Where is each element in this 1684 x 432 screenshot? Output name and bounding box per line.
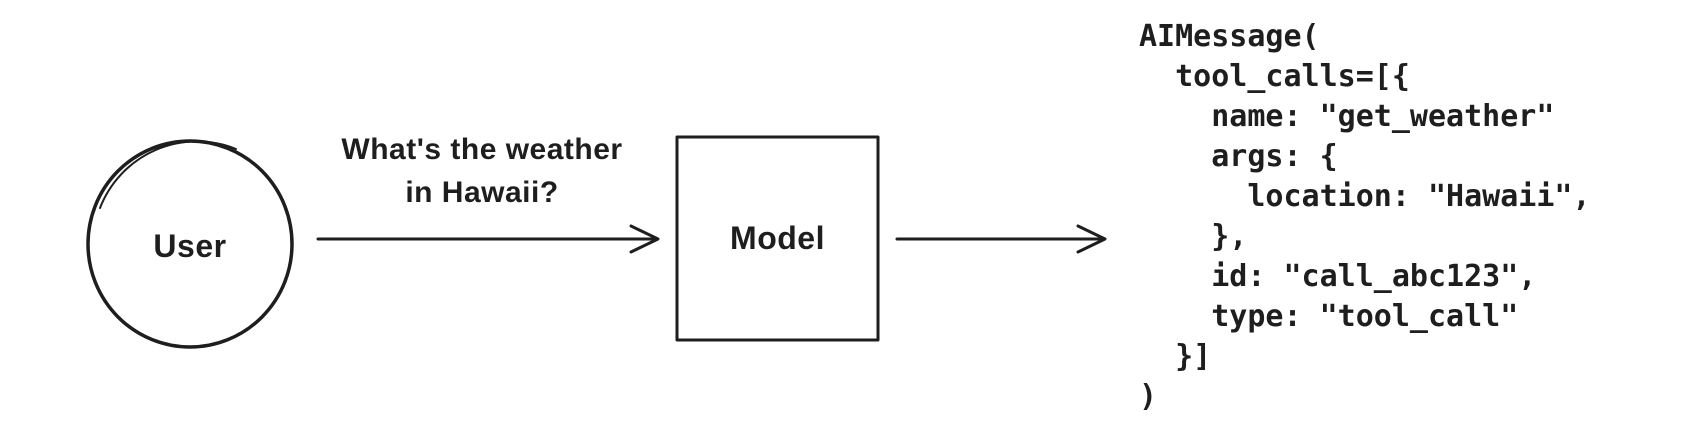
query-arrow-label: What's the weather in Hawaii? [312,128,652,214]
output-arrow [895,224,1107,254]
query-label-line-1: What's the weather [341,133,623,166]
user-circle-overstroke [99,140,237,209]
user-node-label: User [153,228,227,264]
ai-message-code-block: AIMessage( tool_calls=[{ name: "get_weat… [1139,19,1591,414]
model-node-label: Model [730,220,825,256]
model-box [675,135,880,342]
query-arrow [316,224,660,254]
query-label-line-2: in Hawaii? [405,176,559,209]
